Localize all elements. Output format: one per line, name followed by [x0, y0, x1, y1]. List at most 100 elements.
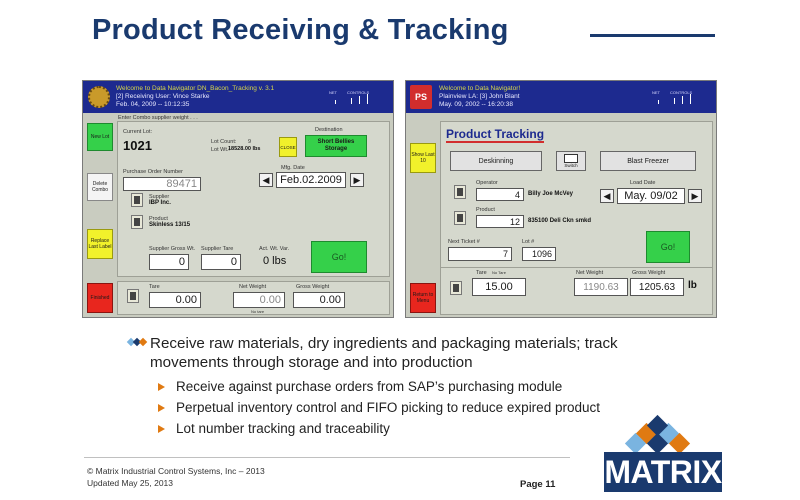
load-date-label: Load Date	[630, 180, 656, 186]
operator-number-field[interactable]: 4	[476, 188, 524, 201]
product-value: Skinless 13/15	[149, 222, 191, 228]
tare-label: Tare	[476, 270, 487, 276]
operator-lookup-icon[interactable]	[454, 185, 466, 199]
destination-button[interactable]: Short Bellies Storage	[305, 135, 367, 157]
sub-bullet: Perpetual inventory control and FIFO pic…	[128, 397, 688, 418]
blast-freezer-button[interactable]: Blast Freezer	[600, 151, 696, 171]
tare-field[interactable]: 15.00	[472, 278, 526, 296]
act-wt-var-label: Act. Wt. Var.	[259, 246, 290, 252]
close-lot-button[interactable]: CLOSE	[279, 137, 297, 157]
supplier-label: Supplier	[149, 194, 170, 200]
supplier-tare-label: Supplier Tare	[201, 246, 234, 252]
matrix-logo: MATRIX	[604, 452, 722, 492]
product-label: Product	[149, 216, 168, 222]
next-ticket-label: Next Ticket #	[448, 239, 480, 245]
lot-count-label: Lot Count:	[211, 139, 237, 145]
sub-bullet: Receive against purchase orders from SAP…	[128, 376, 688, 397]
supplier-value: IBP Inc.	[149, 200, 171, 206]
new-lot-button[interactable]: New Lot	[87, 123, 113, 151]
lot-field[interactable]: 1096	[522, 247, 556, 261]
supplier-gross-field[interactable]: 0	[149, 254, 189, 270]
weight-unit: lb	[688, 280, 697, 291]
header-line-1: Welcome to Data Navigator DN_Bacon_Track…	[116, 85, 275, 92]
go-button[interactable]: Go!	[311, 241, 367, 273]
net-weight-field: 1190.63	[574, 278, 628, 296]
switch-button[interactable]: Switch	[556, 151, 586, 171]
deskinning-button[interactable]: Deskinning	[450, 151, 542, 171]
signal-gauge-icon: NET CONTROLS	[329, 88, 379, 106]
show-last-10-button[interactable]: Show Last 10	[410, 143, 436, 173]
destination-label: Destination	[315, 127, 343, 133]
receiving-header: Welcome to Data Navigator DN_Bacon_Track…	[83, 81, 393, 113]
prompt-text: Enter Combo supplier weight . . .	[118, 115, 198, 121]
supplier-gross-label: Supplier Gross Wt.	[149, 246, 196, 252]
updated-text: Updated May 25, 2013	[87, 478, 174, 488]
tare-field[interactable]: 0.00	[149, 292, 201, 308]
company-logo-icon: PS	[410, 85, 432, 109]
po-number-field[interactable]: 89471	[123, 177, 201, 191]
main-bullet-text: Receive raw materials, dry ingredients a…	[150, 335, 618, 371]
main-bullet: Receive raw materials, dry ingredients a…	[126, 334, 688, 372]
next-ticket-field[interactable]: 7	[448, 247, 512, 261]
tare-lookup-icon[interactable]	[127, 289, 139, 303]
sub-bullet-text: Lot number tracking and traceability	[176, 421, 390, 436]
gear-logo-icon	[88, 86, 110, 108]
signal-gauge-icon: NET CONTROLS	[652, 88, 702, 106]
sub-bullet-text: Perpetual inventory control and FIFO pic…	[176, 400, 600, 415]
page-number: Page 11	[520, 479, 556, 490]
lot-count-value: 9	[248, 139, 252, 145]
no-tare-label: No Tare	[492, 270, 506, 275]
load-date-prev-button[interactable]: ◀	[600, 189, 614, 203]
product-tracking-title: Product Tracking	[446, 127, 545, 143]
slide-title: Product Receiving & Tracking	[92, 14, 509, 46]
sub-bullet-text: Receive against purchase orders from SAP…	[176, 379, 563, 394]
header-line-1: Welcome to Data Navigator!	[439, 85, 521, 92]
finished-button[interactable]: Finished	[87, 283, 113, 313]
go-button[interactable]: Go!	[646, 231, 690, 263]
lot-wt-label: Lot Wt.:	[211, 147, 230, 153]
operator-label: Operator	[476, 180, 498, 186]
gross-weight-label: Gross Weight	[296, 284, 330, 290]
header-line-3: May. 09, 2002 -- 16:20:38	[439, 101, 513, 108]
load-date-next-button[interactable]: ▶	[688, 189, 702, 203]
copyright-text: © Matrix Industrial Control Systems, Inc…	[87, 466, 265, 476]
product-label: Product	[476, 207, 495, 213]
po-number-label: Purchase Order Number	[123, 169, 183, 175]
footer-divider	[84, 457, 570, 458]
net-weight-label: Net Weight	[239, 284, 267, 290]
receiving-screen: Welcome to Data Navigator DN_Bacon_Track…	[82, 80, 394, 318]
replace-last-label-button[interactable]: Replace Last Label	[87, 229, 113, 259]
gross-weight-label: Gross Weight	[632, 270, 666, 276]
header-line-3: Feb. 04, 2009 -- 10:12:35	[116, 101, 190, 108]
net-weight-field: 0.00	[233, 292, 285, 308]
current-lot-value: 1021	[123, 138, 152, 153]
tracking-header: PS Welcome to Data Navigator! Plainview …	[406, 81, 716, 113]
product-lookup-icon[interactable]	[131, 215, 143, 229]
mfg-date-field[interactable]: Feb.02.2009	[276, 172, 346, 188]
lot-wt-value: 18528.00 lbs	[228, 146, 261, 152]
sub-bullet: Lot number tracking and traceability	[128, 418, 688, 439]
switch-icon	[564, 154, 578, 163]
bullet-list: Receive raw materials, dry ingredients a…	[126, 334, 688, 439]
return-to-menu-button[interactable]: Return to Menu	[410, 283, 436, 313]
tracking-screen: PS Welcome to Data Navigator! Plainview …	[405, 80, 717, 318]
product-lookup-icon[interactable]	[454, 211, 466, 225]
current-lot-label: Current Lot:	[123, 129, 153, 135]
net-weight-label: Net Weight	[576, 270, 604, 276]
delete-combo-button[interactable]: Delete Combo	[87, 173, 113, 201]
no-tare-note: No tare	[251, 309, 265, 314]
load-date-field[interactable]: May. 09/02	[617, 188, 685, 204]
lot-label: Lot #	[522, 239, 535, 245]
supplier-tare-field[interactable]: 0	[201, 254, 241, 270]
mfg-date-label: Mfg. Date	[281, 165, 305, 171]
mfg-date-next-button[interactable]: ▶	[350, 173, 364, 187]
tare-lookup-icon[interactable]	[450, 281, 462, 295]
arrow-bullet-icon	[158, 404, 165, 412]
gross-weight-field: 0.00	[293, 292, 345, 308]
supplier-lookup-icon[interactable]	[131, 193, 143, 207]
product-number-field[interactable]: 12	[476, 215, 524, 228]
title-rule	[590, 34, 715, 37]
tare-label: Tare	[149, 284, 160, 290]
act-wt-var-value: 0 lbs	[263, 255, 287, 267]
mfg-date-prev-button[interactable]: ◀	[259, 173, 273, 187]
